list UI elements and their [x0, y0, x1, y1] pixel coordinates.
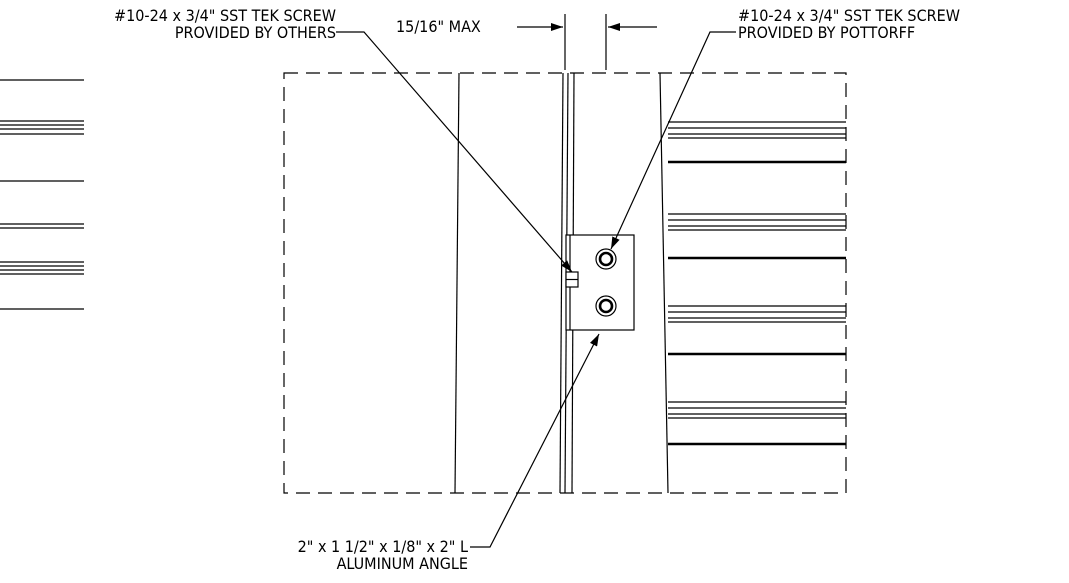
leader-screw-others [336, 31, 573, 273]
leader-aluminum-angle [470, 333, 600, 548]
screw-others-head [565, 271, 579, 288]
screw-pottorff-top [595, 248, 617, 270]
dimension-15-16-max [517, 14, 657, 70]
callout-screw-pottorff-line1: #10-24 x 3/4" SST TEK SCREW [738, 6, 960, 25]
callout-screw-others-line1: #10-24 x 3/4" SST TEK SCREW [114, 6, 336, 25]
screw-pottorff-bottom [595, 295, 617, 317]
dimension-label: 15/16" MAX [396, 17, 481, 36]
louver-blades [668, 121, 846, 446]
callout-screw-others: #10-24 x 3/4" SST TEK SCREW PROVIDED BY … [20, 7, 336, 41]
callout-aluminum-angle-line1: 2" x 1 1/2" x 1/8" x 2" L [297, 537, 468, 556]
callout-aluminum-angle: 2" x 1 1/2" x 1/8" x 2" L ALUMINUM ANGLE [180, 538, 468, 572]
callout-screw-pottorff: #10-24 x 3/4" SST TEK SCREW PROVIDED BY … [738, 7, 1058, 41]
leader-screw-pottorff [610, 31, 736, 250]
left-panel-profile [0, 79, 84, 310]
vertical-members [454, 72, 669, 494]
callout-screw-pottorff-line2: PROVIDED BY POTTORFF [738, 23, 916, 42]
callout-aluminum-angle-line2: ALUMINUM ANGLE [336, 554, 468, 573]
callout-screw-others-line2: PROVIDED BY OTHERS [174, 23, 336, 42]
